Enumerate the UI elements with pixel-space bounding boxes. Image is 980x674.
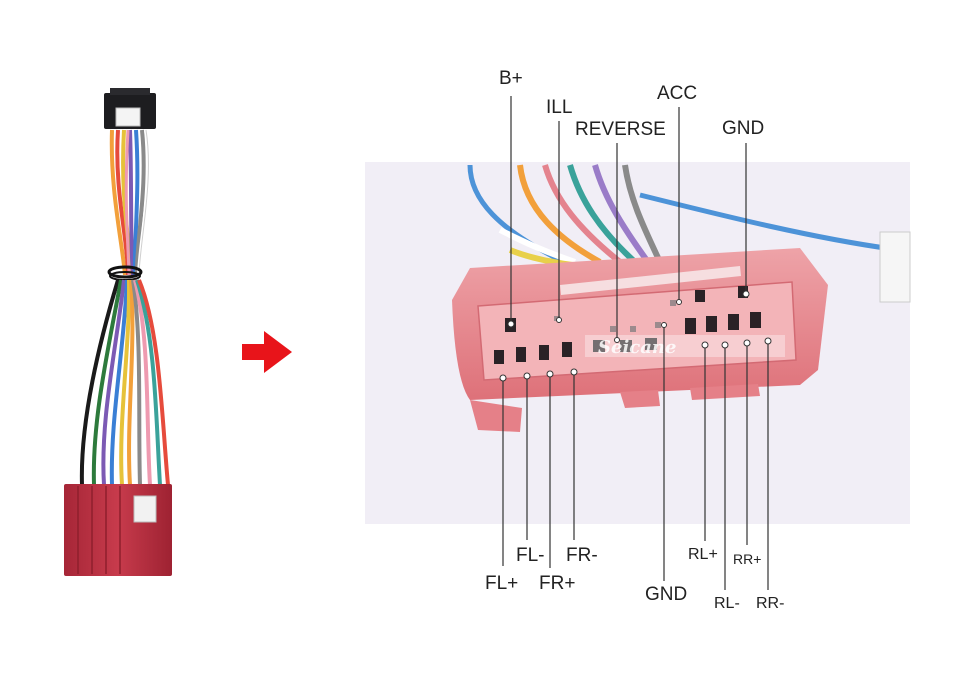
label-ill: ILL (546, 97, 573, 118)
label-b-plus: B+ (499, 68, 523, 89)
label-fr-minus: FR- (566, 545, 598, 566)
label-fl-minus: FL- (516, 545, 545, 566)
label-rl-minus: RL- (714, 595, 740, 612)
label-gnd-bottom: GND (645, 584, 688, 605)
watermark-text: Seicane (598, 337, 676, 358)
red-arrow-icon (242, 331, 292, 373)
label-acc: ACC (657, 83, 698, 104)
label-rl-plus: RL+ (688, 546, 718, 563)
harness-illustration (64, 88, 172, 576)
label-rr-minus: RR- (756, 595, 785, 612)
label-rr-plus: RR+ (733, 551, 762, 567)
label-fr-plus: FR+ (539, 573, 576, 594)
label-reverse: REVERSE (575, 119, 666, 140)
label-gnd-top: GND (722, 118, 765, 139)
label-fl-plus: FL+ (485, 573, 519, 594)
connector-photo: Seicane (365, 162, 911, 524)
leader-lines (502, 96, 769, 590)
